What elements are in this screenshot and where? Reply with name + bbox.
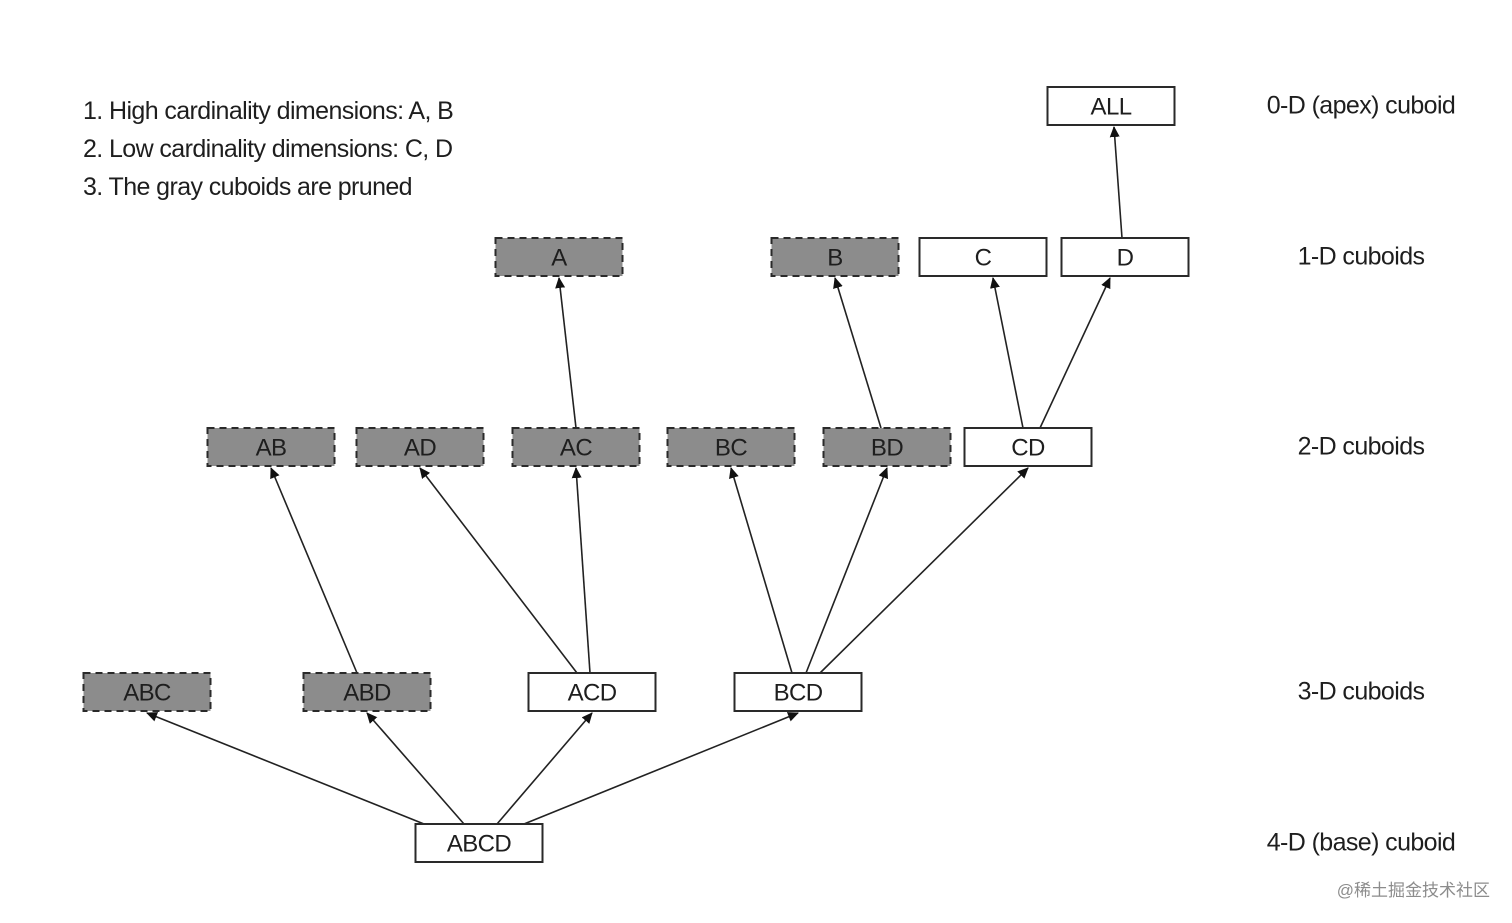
cuboid-abd: ABD	[302, 672, 432, 712]
cuboid-box-ab	[206, 427, 336, 467]
cuboid-label-cd: CD	[1011, 435, 1045, 462]
edge-cd-to-c	[990, 277, 1024, 429]
cuboid-abc: ABC	[82, 672, 212, 712]
watermark: @稀土掘金技术社区	[1336, 881, 1490, 900]
cuboid-label-abcd: ABCD	[447, 831, 512, 858]
cuboid-label-d: D	[1117, 245, 1134, 272]
cuboid-box-cd	[963, 427, 1093, 467]
cuboid-label-a: A	[551, 245, 567, 272]
cuboid-label-bd: BD	[871, 435, 903, 462]
cuboid-box-bd	[822, 427, 952, 467]
level-label-4d: 4-D (base) cuboid	[1266, 828, 1456, 857]
edge-abd-to-ab	[270, 467, 358, 674]
edge-ac-to-a	[555, 277, 577, 429]
level-label-0d: 0-D (apex) cuboid	[1266, 91, 1456, 120]
cuboid-d: D	[1060, 237, 1190, 277]
cuboid-all: ALL	[1046, 86, 1176, 126]
cuboid-bcd: BCD	[733, 672, 863, 712]
cuboid-a: A	[494, 237, 624, 277]
cuboid-box-abd	[302, 672, 432, 712]
cuboid-label-ad: AD	[404, 435, 436, 462]
level-label-3d: 3-D cuboids	[1297, 677, 1425, 706]
edge-bd-to-b	[833, 277, 882, 429]
edge-acd-to-ad	[419, 467, 578, 674]
edge-bcd-to-bd	[805, 467, 888, 674]
cuboid-label-ab: AB	[256, 435, 287, 462]
notes-list: 1. High cardinality dimensions: A, B 2. …	[83, 92, 454, 206]
edge-acd-to-ac	[571, 467, 591, 674]
note-3: 3. The gray cuboids are pruned	[83, 173, 413, 201]
cuboid-box-b	[770, 237, 900, 277]
cuboid-box-ad	[355, 427, 485, 467]
level-label-1d: 1-D cuboids	[1297, 242, 1425, 271]
edge-bcd-to-cd	[819, 467, 1029, 674]
edge-abcd-to-abd	[366, 712, 465, 825]
edge-abcd-to-acd	[496, 712, 593, 825]
cuboid-box-c	[918, 237, 1048, 277]
cuboid-box-ac	[511, 427, 641, 467]
cuboid-label-acd: ACD	[568, 680, 617, 707]
cuboid-acd: ACD	[527, 672, 657, 712]
cuboid-b: B	[770, 237, 900, 277]
cuboid-cd: CD	[963, 427, 1093, 467]
cuboid-box-abc	[82, 672, 212, 712]
cuboid-label-c: C	[975, 245, 992, 272]
cuboid-label-b: B	[827, 245, 842, 272]
edge-d-to-all	[1109, 126, 1123, 239]
cuboid-box-a	[494, 237, 624, 277]
note-2: 2. Low cardinality dimensions: C, D	[83, 135, 453, 163]
cuboid-label-bc: BC	[715, 435, 747, 462]
cuboid-box-bc	[666, 427, 796, 467]
cuboid-label-abc: ABC	[123, 680, 171, 707]
cuboid-box-all	[1046, 86, 1176, 126]
cuboid-box-acd	[527, 672, 657, 712]
cuboid-ad: AD	[355, 427, 485, 467]
cuboid-label-all: ALL	[1091, 94, 1132, 121]
cuboid-box-d	[1060, 237, 1190, 277]
cuboid-bc: BC	[666, 427, 796, 467]
cuboid-label-abd: ABD	[343, 680, 391, 707]
cuboid-box-bcd	[733, 672, 863, 712]
edges-layer	[146, 126, 1123, 825]
cuboid-abcd: ABCD	[414, 823, 544, 863]
level-label-2d: 2-D cuboids	[1297, 432, 1425, 461]
note-1: 1. High cardinality dimensions: A, B	[83, 97, 454, 125]
cuboid-bd: BD	[822, 427, 952, 467]
cuboid-c: C	[918, 237, 1048, 277]
cuboid-label-ac: AC	[560, 435, 592, 462]
cuboid-label-bcd: BCD	[774, 680, 823, 707]
edge-bcd-to-bc	[729, 467, 793, 674]
edge-abcd-to-bcd	[523, 712, 799, 825]
edge-abcd-to-abc	[146, 712, 425, 825]
cuboid-ac: AC	[511, 427, 641, 467]
cuboid-box-abcd	[414, 823, 544, 863]
cuboid-ab: AB	[206, 427, 336, 467]
edge-cd-to-d	[1039, 277, 1111, 429]
